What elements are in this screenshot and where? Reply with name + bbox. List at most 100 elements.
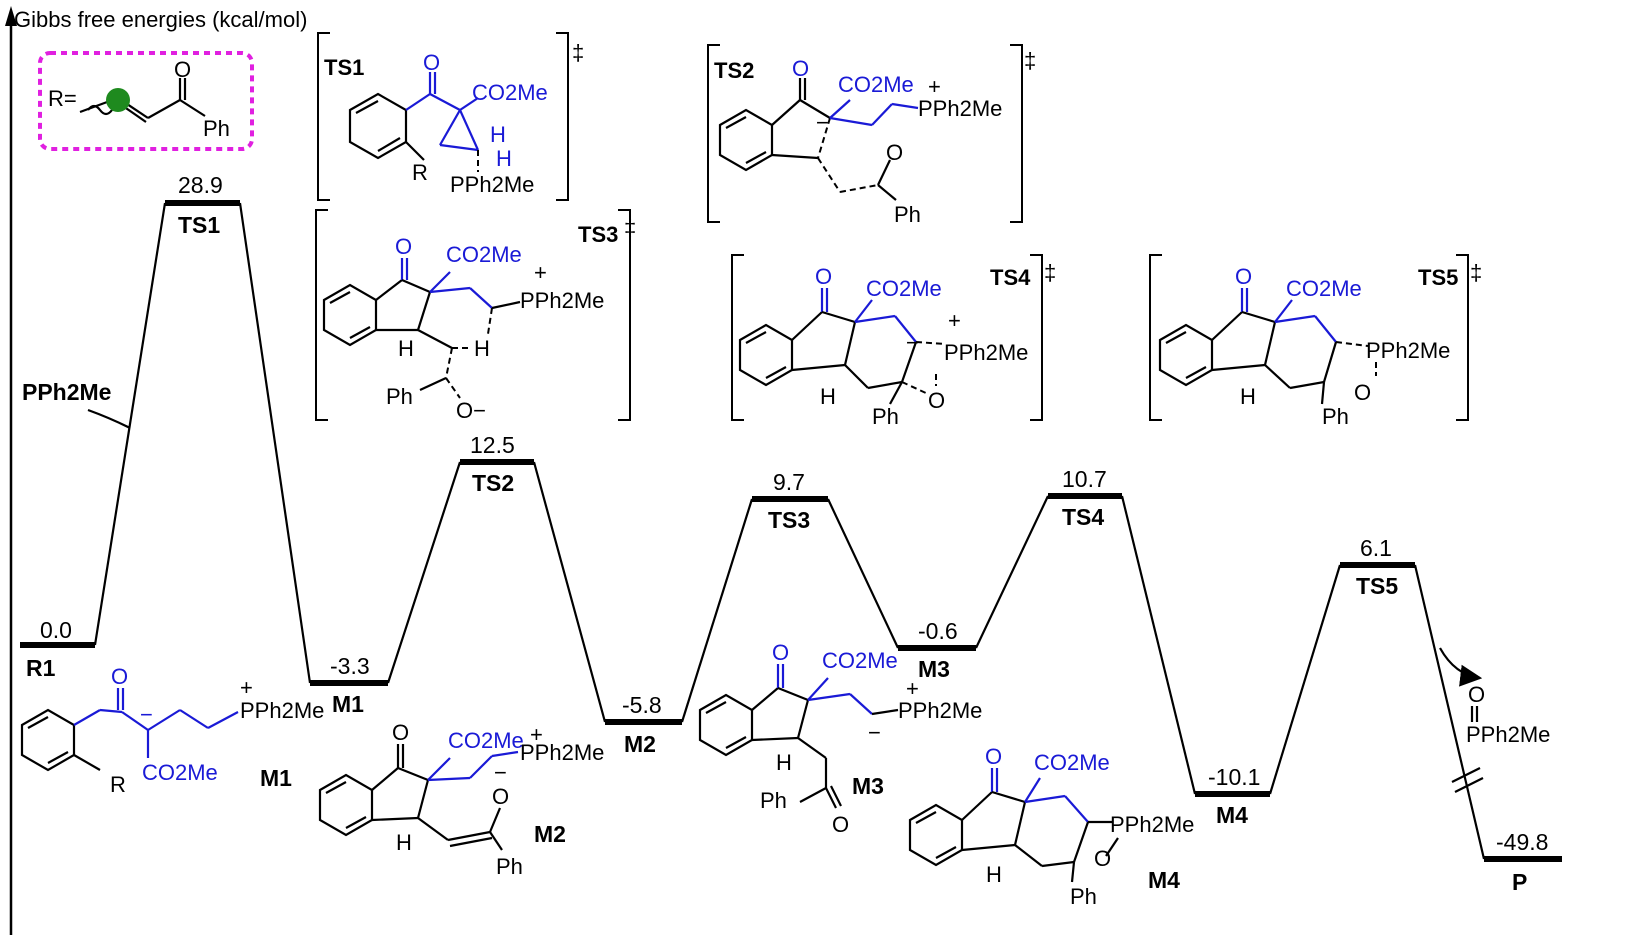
ts3-benzene-ring [322, 283, 378, 347]
ts1-title: TS1 [324, 55, 364, 80]
m2-o2: O [492, 784, 509, 809]
ts2-o2: O [886, 140, 903, 165]
structure-ts2: ‡ TS2 O − CO2Me + PPh2Me O Ph [707, 44, 1036, 227]
ts4-minus: − [906, 330, 919, 355]
structure-ts5: ‡ TS5 O H CO2Me PPh2Me O Ph [1149, 254, 1482, 429]
m4-benzene-ring [908, 803, 964, 867]
ts1-r: R [412, 160, 428, 185]
structure-m3: O H CO2Me + PPh2Me − Ph O M3 [698, 640, 982, 837]
m3-phosphine: PPh2Me [898, 698, 982, 723]
y-axis-arrow-icon [5, 6, 17, 26]
energy-p: -49.8 [1496, 829, 1548, 855]
ts1-co2me: CO2Me [472, 80, 548, 105]
energy-m2: -5.8 [622, 692, 662, 718]
label-r1: R1 [26, 655, 56, 681]
m2-phosphine: PPh2Me [520, 740, 604, 765]
reagent-connector [87, 408, 131, 429]
structure-p: O PPh2Me [1466, 682, 1550, 747]
ts4-benzene-ring [738, 323, 794, 387]
legend-green-dot-icon [106, 88, 130, 112]
m3-o2: O [832, 812, 849, 837]
m3-ph: Ph [760, 788, 787, 813]
energy-ts4: 10.7 [1062, 466, 1107, 492]
ts4-ph: Ph [872, 404, 899, 429]
m4-o: O [985, 744, 1002, 769]
ts1-phosphine: PPh2Me [450, 172, 534, 197]
ts2-phosphine: PPh2Me [918, 96, 1002, 121]
m2-h: H [396, 830, 412, 855]
ts4-dagger: ‡ [1044, 260, 1056, 285]
label-m4: M4 [1216, 802, 1248, 828]
label-ts3: TS3 [768, 507, 810, 533]
m2-benzene-ring [318, 773, 374, 837]
ts2-plus: + [928, 74, 941, 99]
m2-o: O [392, 720, 409, 745]
m1-o: O [111, 664, 128, 689]
m2-label: M2 [534, 821, 566, 847]
ts4-phosphine: PPh2Me [944, 340, 1028, 365]
label-m3: M3 [918, 656, 950, 682]
label-ts2: TS2 [472, 470, 514, 496]
m3-h: H [776, 750, 792, 775]
label-m1: M1 [332, 691, 364, 717]
m3-co2me: CO2Me [822, 648, 898, 673]
m3-o: O [772, 640, 789, 665]
ts4-co2me: CO2Me [866, 276, 942, 301]
label-ts4: TS4 [1062, 504, 1104, 530]
ts2-co2me: CO2Me [838, 72, 914, 97]
m1-phosphine: PPh2Me [240, 698, 324, 723]
ts1-dagger: ‡ [572, 40, 584, 65]
m3-plus: + [906, 676, 919, 701]
ts5-h: H [1240, 384, 1256, 409]
m1-plus: + [240, 675, 253, 700]
m4-o2: O [1094, 846, 1111, 871]
energy-ts5: 6.1 [1360, 535, 1392, 561]
ts3-plus: + [534, 260, 547, 285]
legend-oxygen: O [174, 57, 191, 82]
energy-m3: -0.6 [918, 618, 958, 644]
m1-r: R [110, 772, 126, 797]
ts3-h: H [398, 336, 414, 361]
m1-label: M1 [260, 765, 292, 791]
ts4-h: H [820, 384, 836, 409]
m1-benzene-ring [20, 708, 76, 772]
m3-label: M3 [852, 773, 884, 799]
m2-plus: + [530, 722, 543, 747]
ts5-co2me: CO2Me [1286, 276, 1362, 301]
ts3-title: TS3 [578, 222, 618, 247]
m2-ph: Ph [496, 854, 523, 879]
m4-h: H [986, 862, 1002, 887]
ts5-o2: O [1354, 380, 1371, 405]
label-m2: M2 [624, 731, 656, 757]
ts1-benzene-ring [348, 92, 408, 160]
ts1-h2: H [496, 146, 512, 171]
ts5-ph: Ph [1322, 404, 1349, 429]
m3-benzene-ring [698, 693, 754, 757]
structure-m2: O H CO2Me + PPh2Me O − Ph M2 [318, 720, 604, 879]
ts3-co2me: CO2Me [446, 242, 522, 267]
ts5-phosphine: PPh2Me [1366, 338, 1450, 363]
ts5-dagger: ‡ [1470, 260, 1482, 285]
ts2-minus: − [816, 110, 829, 135]
p-oxygen: O [1468, 682, 1485, 707]
reagent-label: PPh2Me [22, 379, 111, 405]
energy-ts3: 9.7 [773, 469, 805, 495]
ts3-ph: Ph [386, 384, 413, 409]
m1-minus: − [140, 702, 153, 727]
p-phosphine: PPh2Me [1466, 722, 1550, 747]
energy-r1: 0.0 [40, 617, 72, 643]
label-ts5: TS5 [1356, 573, 1398, 599]
structure-ts4: ‡ TS4 O H CO2Me − + PPh2Me O Ph [731, 254, 1056, 429]
ts3-phosphine: PPh2Me [520, 288, 604, 313]
m4-label: M4 [1148, 867, 1180, 893]
profile-connectors [93, 202, 1486, 860]
energy-m4: -10.1 [1208, 764, 1260, 790]
legend-r-label: R= [48, 86, 77, 111]
y-axis-label: Gibbs free energies (kcal/mol) [14, 7, 307, 32]
m4-phosphine: PPh2Me [1110, 812, 1194, 837]
ts1-o: O [423, 50, 440, 75]
structure-ts1: ‡ TS1 R O CO2Me H H PPh2Me [317, 32, 584, 201]
m2-co2me: CO2Me [448, 728, 524, 753]
